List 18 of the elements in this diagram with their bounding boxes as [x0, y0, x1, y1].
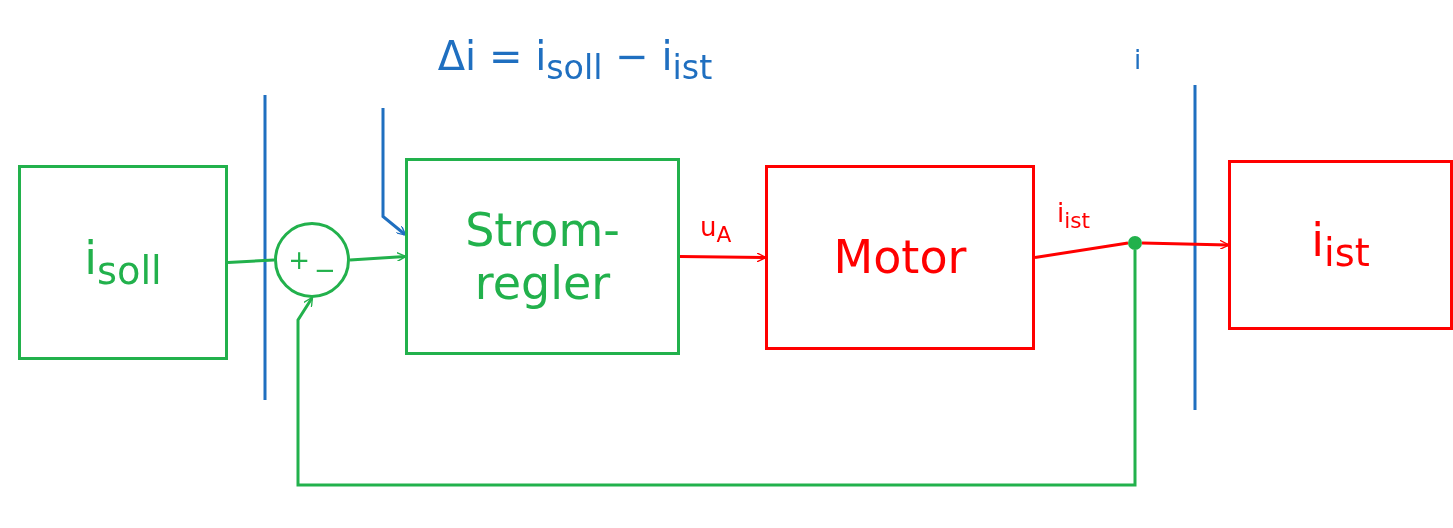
signal-arrow: [349, 251, 407, 263]
sign-symbol: +: [288, 245, 310, 275]
block-label: Motor: [833, 231, 967, 284]
block-label: i$_{soll}$: [84, 231, 162, 294]
summing-junction: [274, 222, 350, 298]
block-box: [405, 158, 680, 355]
block-box: [765, 165, 1035, 350]
signal-arrow: [680, 252, 767, 263]
signal-arrow: [381, 108, 407, 236]
block-label: Strom- regler: [464, 203, 621, 310]
block-label: i$_{ist}$: [1311, 214, 1370, 276]
sign-symbol: −: [314, 255, 336, 285]
junction-dot: [1128, 236, 1142, 250]
signal-arrow: [296, 250, 1137, 487]
signal-arrow: [1141, 239, 1230, 250]
annotation-text: Δi = i$_{soll}$ − i$_{ist}$: [437, 33, 713, 87]
block-box: [1228, 160, 1453, 330]
block-box: [18, 165, 228, 360]
